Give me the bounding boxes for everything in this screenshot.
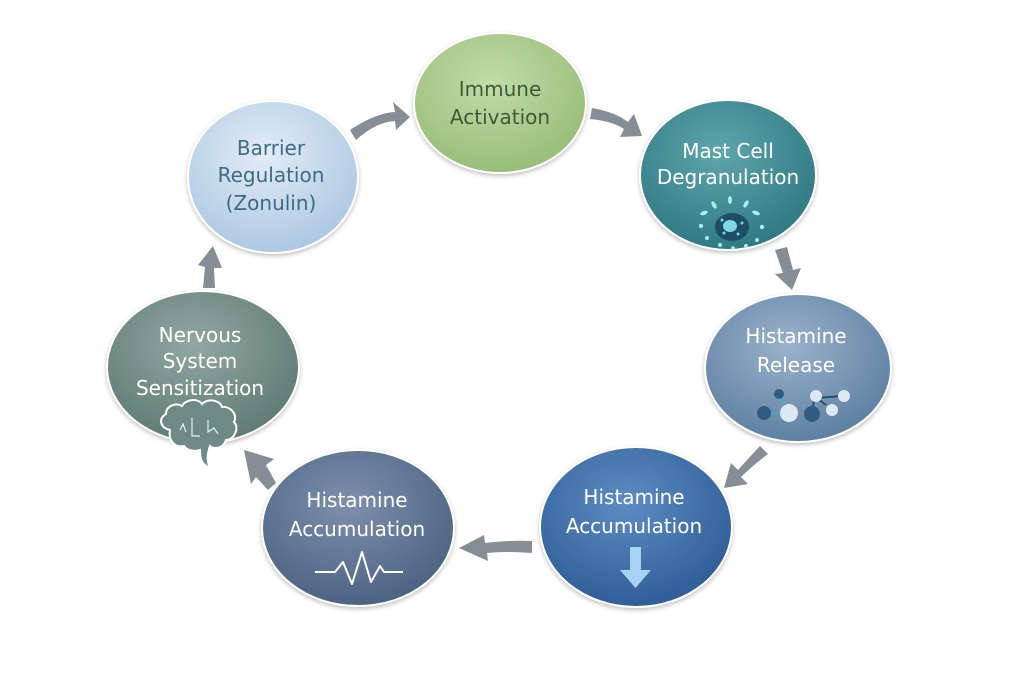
- arrow-barrier-to-immune: [350, 102, 410, 140]
- node-label: Histamine: [745, 324, 846, 348]
- node-nervous-system-sensitization: Nervous System Sensitization: [106, 290, 300, 470]
- arrows: [198, 102, 801, 561]
- node-histamine-release: Histamine Release: [704, 293, 892, 443]
- node-label: System: [163, 349, 238, 373]
- pulse-wave-icon: [315, 551, 403, 585]
- node-label: Accumulation: [566, 514, 702, 538]
- node-label: Barrier: [237, 136, 306, 160]
- arrow-mast-to-release: [775, 247, 801, 290]
- node-label: Regulation: [218, 163, 325, 187]
- molecule-icon: [757, 389, 850, 422]
- node-histamine-accumulation-left: Histamine Accumulation: [261, 449, 455, 607]
- node-histamine-accumulation-right: Histamine Accumulation: [539, 446, 733, 608]
- mast-cell-icon: [698, 196, 765, 250]
- down-arrow-icon: [620, 547, 651, 588]
- arrow-nervous-to-barrier: [198, 246, 222, 288]
- arrow-release-to-accum1: [724, 446, 768, 488]
- node-label: Histamine: [306, 488, 407, 512]
- node-label: Release: [757, 353, 835, 377]
- node-label: Nervous: [159, 323, 242, 347]
- brain-icon: [160, 399, 238, 470]
- node-label: Activation: [450, 105, 550, 129]
- arrow-accum1-to-accum2: [459, 535, 532, 561]
- node-label: Sensitization: [136, 376, 264, 400]
- node-label: (Zonulin): [226, 191, 317, 215]
- node-label: Immune: [459, 77, 542, 101]
- node-barrier-regulation: Barrier Regulation (Zonulin): [187, 100, 359, 254]
- node-label: Mast Cell: [682, 139, 774, 163]
- arrow-immune-to-mast: [590, 108, 642, 137]
- arrow-accum2-to-nervous: [244, 450, 276, 490]
- node-label: Histamine: [583, 485, 684, 509]
- node-label: Degranulation: [657, 165, 799, 189]
- node-mast-cell-degranulation: Mast Cell Degranulation: [639, 99, 817, 251]
- node-immune-activation: Immune Activation: [413, 32, 587, 174]
- node-label: Accumulation: [289, 517, 425, 541]
